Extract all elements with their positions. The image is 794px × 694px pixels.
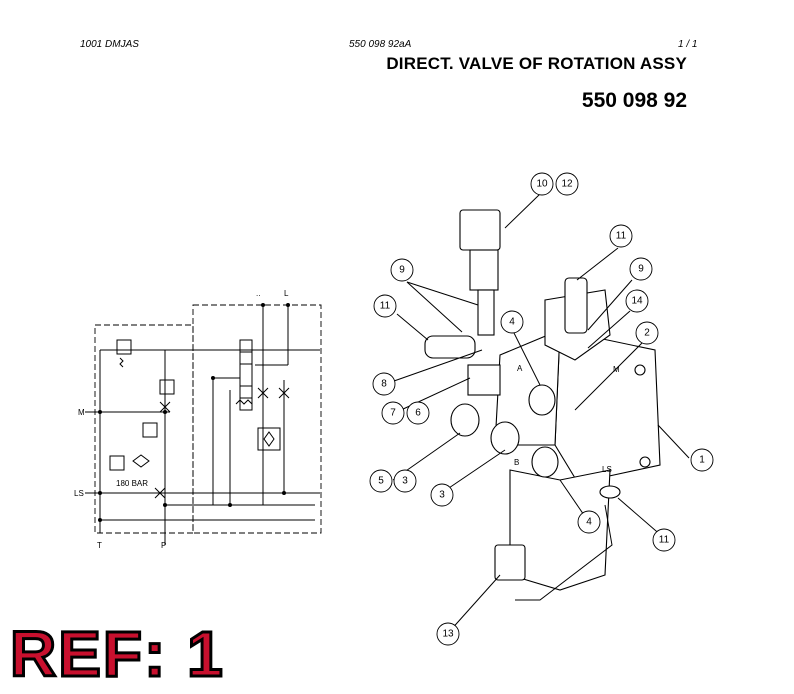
- svg-text:5: 5: [378, 476, 384, 487]
- relief-valve-middle: [159, 379, 175, 395]
- schematic-port-p: P: [161, 541, 166, 550]
- relief-valve-lower: [142, 422, 158, 438]
- svg-text:7: 7: [390, 408, 396, 419]
- callout-2: 2: [635, 321, 659, 345]
- assembly-port-b: B: [514, 458, 519, 467]
- svg-text:3: 3: [402, 476, 408, 487]
- svg-text:14: 14: [631, 296, 643, 307]
- assembly-port-m: M: [613, 365, 620, 374]
- pressure-sensor-body: [469, 249, 499, 291]
- svg-text:11: 11: [616, 231, 627, 242]
- port-fitting-b: [531, 446, 559, 478]
- filter-symbol: [132, 454, 150, 468]
- assembly-port-a: A: [517, 364, 523, 373]
- document-code: 1001 DMJAS: [80, 39, 139, 50]
- plug-fitting-11-left: [424, 335, 476, 359]
- svg-text:9: 9: [399, 265, 405, 276]
- callout-4-top: 4: [500, 310, 524, 334]
- valve-body-front: [494, 329, 561, 446]
- port-fitting-3-upper: [450, 403, 480, 437]
- svg-text:6: 6: [415, 408, 421, 419]
- shuttle-valve-symbol: [257, 427, 281, 451]
- callout-12: 12: [555, 172, 579, 196]
- callout-5: 5: [369, 469, 393, 493]
- callout-6: 6: [406, 401, 430, 425]
- schematic-boundary-right: [192, 304, 322, 534]
- drawing-title: DIRECT. VALVE OF ROTATION ASSY: [386, 54, 687, 73]
- callout-11-top: 11: [609, 224, 633, 248]
- callout-7: 7: [381, 401, 405, 425]
- svg-text:11: 11: [659, 535, 670, 546]
- drawing-reference: 550 098 92aA: [349, 39, 412, 50]
- pressure-sensor-head: [459, 209, 501, 251]
- callout-9-left: 9: [390, 258, 414, 282]
- schematic-port-m: M: [78, 408, 85, 417]
- callout-3-left: 3: [393, 469, 417, 493]
- valve-assembly-drawing: A B M LS 10 12 11 9 11: [369, 172, 714, 646]
- svg-text:12: 12: [561, 179, 573, 190]
- schematic-boundary-left: [94, 324, 194, 534]
- port-fitting-3-lower: [490, 421, 520, 455]
- relief-valve-top: [116, 339, 132, 355]
- svg-text:8: 8: [381, 379, 387, 390]
- schematic-port-t: T: [97, 541, 102, 550]
- svg-text:2: 2: [644, 328, 650, 339]
- part-number: 550 098 92: [581, 89, 687, 112]
- schematic-port-ls: LS: [74, 489, 84, 498]
- callout-9-right: 9: [629, 257, 653, 281]
- relief-setting-label: 180 BAR: [116, 479, 148, 488]
- svg-text:4: 4: [509, 317, 515, 328]
- sensor-base-fitting: [467, 364, 501, 396]
- plug-fitting-11-top: [564, 277, 588, 334]
- schematic-port-dots: ..: [256, 289, 260, 298]
- ls-port-fitting: [599, 485, 621, 499]
- hydraulic-schematic: M LS T P L .. 180 BAR: [74, 289, 322, 550]
- svg-text:3: 3: [439, 490, 445, 501]
- svg-text:11: 11: [380, 301, 391, 312]
- svg-text:10: 10: [536, 179, 548, 190]
- directional-valve-symbol: [239, 339, 253, 411]
- solenoid-cable: [515, 504, 613, 601]
- schematic-port-l: L: [284, 289, 289, 298]
- callout-14: 14: [625, 289, 649, 313]
- callout-8: 8: [372, 372, 396, 396]
- callout-4-lower: 4: [577, 510, 601, 534]
- callout-13: 13: [436, 622, 460, 646]
- svg-text:13: 13: [442, 629, 454, 640]
- callout-1: 1: [690, 448, 714, 472]
- assembly-port-ls: LS: [602, 465, 612, 474]
- pressure-relief-180: [109, 455, 125, 471]
- callout-3-lower: 3: [430, 483, 454, 507]
- callout-11-left: 11: [373, 294, 397, 318]
- port-fitting-a: [528, 384, 556, 416]
- solenoid-connector-13: [494, 544, 526, 581]
- sensor-adapter: [477, 289, 495, 336]
- svg-text:1: 1: [699, 455, 705, 466]
- callout-11-lower: 11: [652, 528, 676, 552]
- svg-text:4: 4: [586, 517, 592, 528]
- page-indicator: 1 / 1: [678, 39, 698, 50]
- ref-stamp: REF: 1: [9, 618, 225, 690]
- callout-10: 10: [530, 172, 554, 196]
- svg-text:9: 9: [638, 264, 644, 275]
